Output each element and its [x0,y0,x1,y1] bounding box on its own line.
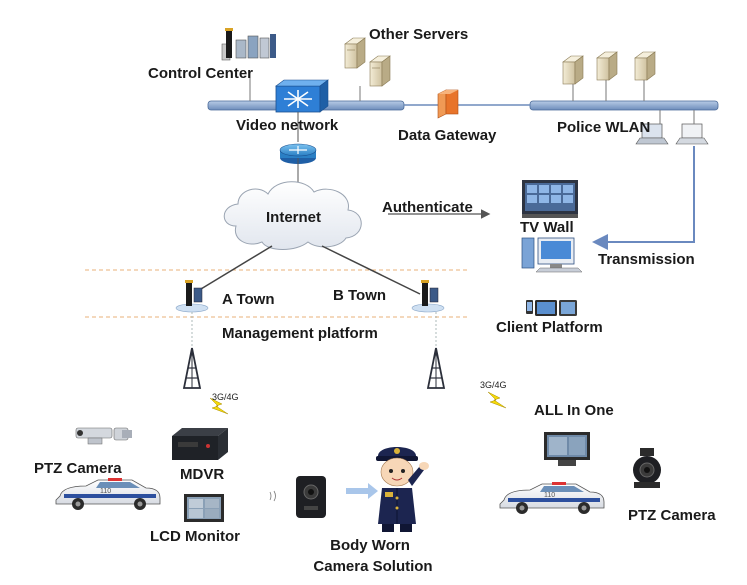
antenna-icon [411,280,445,313]
label-a-town: A Town [222,291,275,308]
lcd-monitor-icon [184,494,224,522]
tower-icon [182,347,202,389]
cloud-a-town-link [195,245,273,293]
laptop-icon [675,123,709,145]
mdvr-icon [172,428,228,460]
cloud-icon [223,181,362,250]
body-camera-link-head [368,483,378,499]
label-client-platform: Client Platform [496,319,603,336]
ptz-camera-icon [75,427,132,445]
router-icon [279,143,317,164]
label-body-worn-line1: Body Worn [330,537,410,554]
dome-camera-icon [633,448,661,488]
control-center-icon [221,28,276,61]
label-transmission: Transmission [598,251,695,268]
switch-icon [275,79,329,113]
label-all-in-one: ALL In One [534,402,614,419]
tablet-icon [559,300,577,316]
body-camera-link [346,488,368,494]
transmission-arrow [592,146,695,250]
laptop-icon [635,123,669,145]
label-network-left: 3G/4G [212,392,239,402]
workstation-icon [521,237,583,273]
label-other-servers: Other Servers [369,26,469,43]
lightning-icon [487,391,507,409]
car-badge-right: 110 [544,492,556,499]
car-badge-left: 110 [100,488,112,495]
label-lcd-monitor: LCD Monitor [150,528,240,545]
label-police-wlan: Police WLAN [557,119,651,136]
antenna-icon [175,280,209,313]
police-car-icon [55,478,161,510]
label-data-gateway: Data Gateway [398,127,497,144]
phone-icon [526,300,533,314]
label-network-right: 3G/4G [480,380,507,390]
server-icon [369,55,391,87]
server-icon [562,55,584,85]
label-authenticate: Authenticate [382,199,473,216]
body-camera-icon [296,476,326,518]
label-management-platform: Management platform [222,325,378,342]
police-car-icon [499,482,605,514]
label-mdvr: MDVR [180,466,225,483]
lightning-icon [209,397,229,415]
cloud-b-town-link [321,245,421,295]
label-ptz-camera-right: PTZ Camera [628,507,716,524]
label-body-worn-line2: Camera Solution [313,558,433,575]
all-in-one-icon [544,432,590,466]
tower-icon [426,347,446,389]
label-video-network: Video network [236,117,339,134]
label-internet: Internet [266,209,322,226]
label-ptz-camera-left: PTZ Camera [34,460,122,477]
label-control-center: Control Center [148,65,253,82]
server-icon [634,51,656,81]
label-b-town: B Town [333,287,387,304]
label-tv-wall: TV Wall [520,219,574,236]
police-officer-icon [376,447,429,532]
tv-wall-icon [522,180,578,218]
server-icon [344,37,366,69]
police-wlan-backbone [529,100,719,111]
wifi-icon [269,490,276,502]
server-icon [596,51,618,81]
firewall-icon [437,89,459,119]
tablet-icon [535,300,557,316]
